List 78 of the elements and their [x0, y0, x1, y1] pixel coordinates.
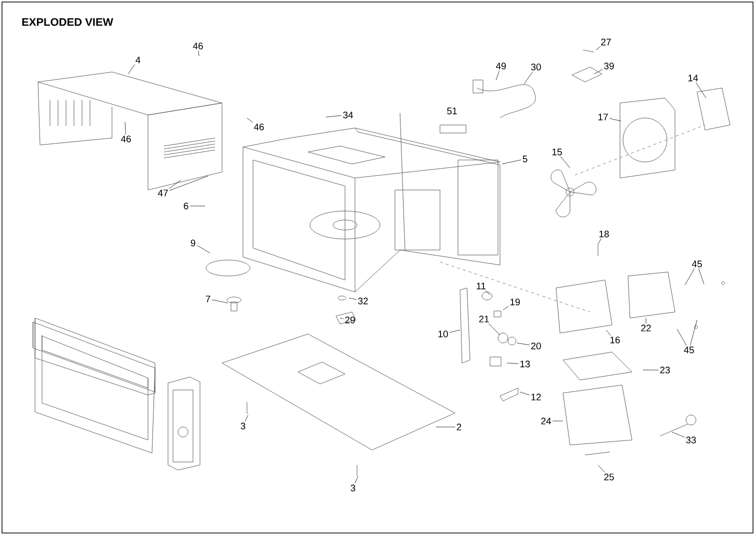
callout-number: 13: [520, 360, 530, 368]
leader-line: [196, 245, 210, 254]
callout-number: 19: [510, 298, 520, 306]
callout-number: 18: [599, 230, 609, 238]
callout-number: 10: [438, 330, 448, 338]
callout-number: 45: [692, 260, 702, 268]
leader-line: [520, 392, 530, 396]
callout-number: 21: [479, 316, 489, 322]
callout-number: 45: [684, 346, 694, 354]
leader-line: [502, 306, 509, 310]
leader-line: [684, 268, 695, 286]
leader-line: [552, 420, 564, 422]
leader-line: [502, 160, 522, 164]
leader-line: [609, 118, 622, 122]
callout-number: 9: [190, 240, 196, 246]
leader-line: [326, 115, 342, 118]
callout-number: 16: [610, 336, 620, 344]
leader-line: [696, 82, 706, 98]
callout-number: 3: [240, 422, 246, 430]
callout-number: 2: [456, 424, 462, 430]
callout-number: 34: [343, 112, 353, 118]
leader-line: [169, 176, 208, 191]
leader-line: [128, 64, 136, 74]
leader-line: [124, 122, 126, 135]
callout-number: 22: [641, 324, 651, 332]
callout-number: 20: [531, 342, 541, 350]
leader-line: [496, 70, 500, 80]
leader-line: [436, 426, 456, 428]
leader-line: [449, 330, 460, 333]
callout-number: 25: [604, 474, 614, 480]
leader-line: [698, 268, 704, 284]
leader-line: [506, 362, 519, 364]
leader-line: [690, 320, 698, 346]
callout-number: 4: [136, 56, 140, 64]
leader-line: [354, 476, 358, 484]
callout-number: 47: [158, 190, 168, 196]
leader-line: [169, 180, 182, 189]
leader-line: [676, 328, 687, 346]
callout-number: 39: [604, 62, 614, 70]
leader-line: [244, 414, 248, 422]
callout-number: 46: [254, 124, 264, 130]
callout-number: 6: [184, 202, 188, 210]
leader-line: [340, 318, 344, 319]
leader-line: [348, 298, 357, 300]
leader-line: [596, 46, 601, 50]
leader-line: [198, 50, 200, 56]
callout-number: 15: [552, 148, 562, 156]
callout-number: 3: [350, 484, 356, 492]
leader-line: [594, 69, 603, 74]
callout-number: 5: [522, 156, 528, 162]
callout-number: 33: [686, 436, 696, 444]
leader-line: [598, 464, 606, 473]
leader-line: [212, 300, 228, 304]
leader-line: [524, 71, 533, 84]
callout-number: 7: [206, 296, 210, 302]
callout-number: 24: [541, 418, 551, 424]
leader-line: [485, 290, 490, 296]
callout-number: 17: [598, 114, 608, 120]
callout-number: 12: [531, 394, 541, 400]
leader-line: [246, 118, 254, 123]
callout-number: 49: [496, 62, 506, 70]
callout-number: 32: [358, 298, 368, 304]
callout-number: 14: [688, 74, 698, 82]
leader-line: [606, 330, 612, 336]
callout-number: 46: [120, 136, 131, 142]
leader-line: [488, 323, 500, 336]
leader-line: [560, 156, 570, 168]
title: EXPLODED VIEW: [22, 18, 114, 26]
leader-line: [598, 238, 602, 244]
callout-number: 11: [476, 282, 486, 290]
leader-line: [516, 342, 530, 346]
leader-line: [672, 432, 685, 438]
callout-number: 29: [345, 316, 355, 324]
callout-number: 30: [531, 64, 541, 70]
callout-number: 46: [192, 42, 203, 50]
callout-number: 23: [660, 366, 670, 374]
callout-number: 51: [447, 108, 457, 114]
callout-number: 27: [601, 38, 611, 46]
